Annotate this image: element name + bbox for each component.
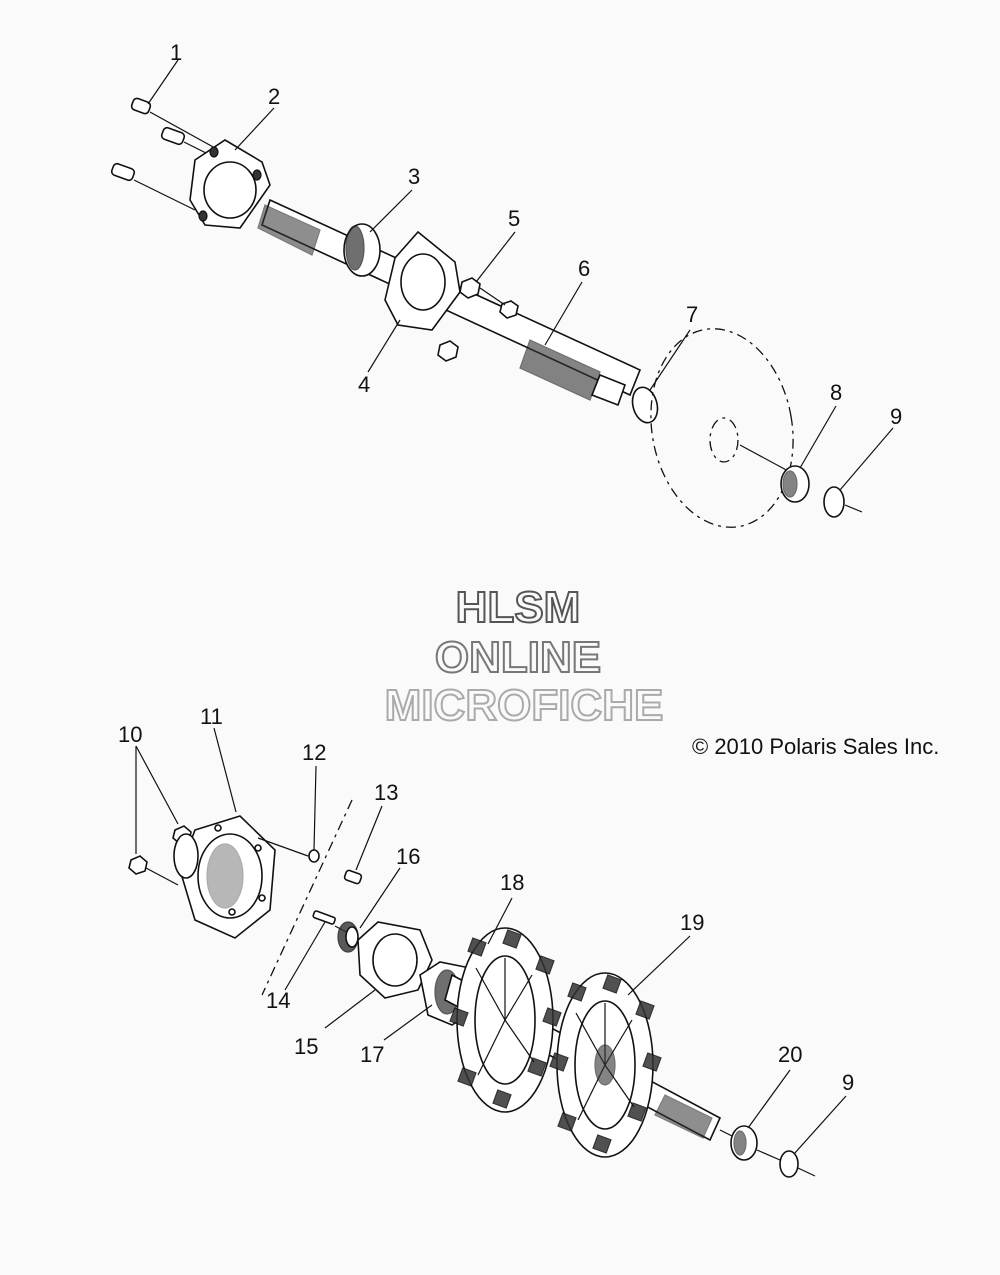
gear-part-16 — [337, 921, 359, 953]
sprocket-disc-outline — [650, 328, 794, 528]
callout-12: 12 — [302, 740, 326, 765]
nut-part-5 — [437, 277, 519, 362]
callout-18: 18 — [500, 870, 524, 895]
bushing-part-8 — [780, 465, 810, 503]
watermark-online: ONLINE — [435, 633, 601, 682]
copyright-notice: © 2010 Polaris Sales Inc. — [692, 734, 939, 759]
callout-20: 20 — [778, 1042, 802, 1067]
callout-6: 6 — [578, 256, 590, 281]
ring-part-9-upper — [823, 486, 845, 518]
watermark-hlsm: HLSM — [456, 583, 581, 632]
callout-16: 16 — [396, 844, 420, 869]
callout-4: 4 — [358, 372, 370, 397]
callout-17: 17 — [360, 1042, 384, 1067]
lower-shaft-spline — [654, 1094, 713, 1139]
watermark-microfiche: MICROFICHE — [385, 681, 664, 730]
flange-plate-part-2 — [189, 139, 271, 229]
plate-part-15 — [357, 921, 433, 999]
callout-3: 3 — [408, 164, 420, 189]
callout-13: 13 — [374, 780, 398, 805]
callout-11: 11 — [200, 704, 223, 729]
bearing-part-3 — [343, 223, 381, 277]
callout-19: 19 — [680, 910, 704, 935]
callout-7: 7 — [686, 302, 698, 327]
callout-15: 15 — [294, 1034, 318, 1059]
lower-leader-lines — [135, 727, 847, 1155]
upper-assembly — [110, 97, 863, 528]
drive-sprocket-part-18 — [449, 927, 562, 1113]
watermark: HLSM ONLINE MICROFICHE — [384, 582, 665, 731]
drive-sprocket-part-19 — [549, 972, 662, 1158]
callout-9-upper: 9 — [890, 404, 902, 429]
callout-5: 5 — [508, 206, 520, 231]
upper-leader-lines — [147, 59, 894, 491]
callout-14: 14 — [266, 988, 290, 1013]
flange-plate-part-4 — [384, 230, 461, 331]
o-ring-part-7 — [631, 386, 659, 424]
callout-10: 10 — [118, 722, 142, 747]
callout-8: 8 — [830, 380, 842, 405]
bearing-flange-part-11 — [173, 815, 276, 939]
lower-assembly — [128, 799, 816, 1178]
ring-part-9-lower — [779, 1150, 799, 1178]
callout-1: 1 — [170, 40, 182, 65]
callout-2: 2 — [268, 84, 280, 109]
callout-9-lower: 9 — [842, 1070, 854, 1095]
phantom-line — [261, 799, 353, 996]
bolt-part-1 — [110, 97, 221, 211]
pin-part-13 — [343, 869, 363, 885]
washer-part-12 — [308, 849, 320, 863]
bushing-part-20 — [719, 1125, 758, 1161]
